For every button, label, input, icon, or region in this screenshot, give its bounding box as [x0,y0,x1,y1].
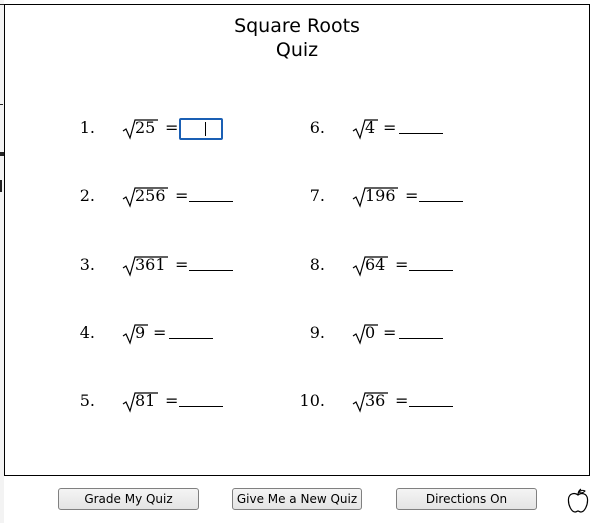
apple-icon[interactable] [563,486,593,516]
radical-sign-icon [352,187,398,208]
problem-number: 4. [79,323,95,342]
problem-number: 10. [299,391,325,410]
equals-sign: = [383,323,397,342]
radical-sign-icon [352,392,388,413]
radicand: 256 [135,186,166,205]
window-edge-artifacts [0,0,4,523]
problem-number: 5. [79,391,95,410]
radical-sign-icon [352,324,378,345]
answer-blank-8[interactable] [409,270,453,271]
radicand: 25 [135,118,156,137]
quiz-subtitle: Quiz [275,39,319,61]
answer-blank-5[interactable] [179,406,223,407]
answer-input-1[interactable] [179,118,223,140]
radicand: 196 [365,186,396,205]
problem-number: 1. [79,118,95,137]
answer-blank-6[interactable] [399,133,443,134]
radicand: 64 [365,255,386,274]
radical-sign-icon [352,119,378,140]
equals-sign: = [165,391,179,410]
quiz-panel: Square Roots Quiz 1. 25 = 2. 256 = 3. 36… [4,4,590,476]
equals-sign: = [175,255,189,274]
problem-number: 6. [309,118,325,137]
problem-number: 8. [309,255,325,274]
radical-sign-icon [352,256,388,277]
answer-blank-2[interactable] [189,201,233,202]
answer-blank-4[interactable] [169,338,213,339]
problem-number: 9. [309,323,325,342]
equals-sign: = [165,118,179,137]
radical-sign-icon [122,256,168,277]
radicand: 361 [135,255,166,274]
answer-blank-9[interactable] [399,338,443,339]
equals-sign: = [383,118,397,137]
equals-sign: = [395,255,409,274]
directions-toggle-button[interactable]: Directions On [396,488,537,510]
radical-sign-icon [122,187,168,208]
grade-quiz-button[interactable]: Grade My Quiz [58,488,199,510]
radicand: 36 [365,391,386,410]
text-caret [205,122,206,136]
radical-sign-icon [122,392,158,413]
equals-sign: = [175,186,189,205]
radical-sign-icon [122,324,148,345]
answer-blank-7[interactable] [419,201,463,202]
quiz-title: Square Roots [234,15,360,37]
radicand: 4 [365,118,376,137]
radical-sign-icon [122,119,158,140]
new-quiz-button[interactable]: Give Me a New Quiz [232,488,362,510]
radicand: 0 [365,323,376,342]
radicand: 81 [135,391,156,410]
answer-blank-10[interactable] [409,406,453,407]
equals-sign: = [405,186,419,205]
problem-number: 3. [79,255,95,274]
answer-blank-3[interactable] [189,270,233,271]
equals-sign: = [153,323,167,342]
problem-number: 7. [309,186,325,205]
equals-sign: = [395,391,409,410]
radicand: 9 [135,323,146,342]
window-edge [0,0,4,523]
problem-number: 2. [79,186,95,205]
